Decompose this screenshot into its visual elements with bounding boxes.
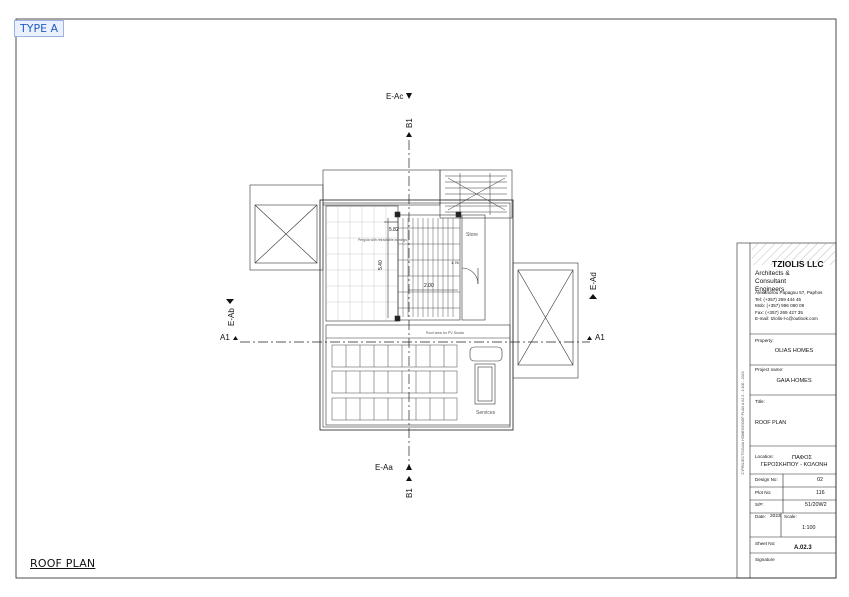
section-labels: E-Ac E-Aa A1 A1 B1 B1 E-Ab E-Ad <box>220 92 605 498</box>
company-tel: Tel: (+357) 269 444 45 <box>755 296 802 302</box>
property-value: OLIAS HOMES <box>774 348 814 354</box>
sheet-no-label: Sheet No: <box>755 541 776 546</box>
section-label-ab: E-Ab <box>227 308 236 326</box>
file-path-text: Z:\PROJECTS\GAIA HOMES\ROOF PLAN A.02.3 … <box>741 371 745 475</box>
location-label: Location: <box>755 454 774 459</box>
sheet-border <box>15 18 837 579</box>
location-line-1: ΠΑΦΟΣ <box>792 455 812 461</box>
dim-side: 5.40 <box>378 260 384 270</box>
dim-mid: 2.00 <box>424 283 434 289</box>
title-block-frame <box>736 242 837 579</box>
date-value: 2023 <box>770 514 781 519</box>
store-label: Store <box>466 232 478 238</box>
section-label-b1-top: B1 <box>405 118 414 128</box>
section-arrows <box>226 93 597 481</box>
company-email: E-mail: tziolis-l-c@outlook.com <box>755 316 818 322</box>
plan-annotations: Pergola with retractable awnings Store S… <box>358 227 496 416</box>
title-block: TZIOLIS LLC Architects & Consultant Engi… <box>752 243 836 578</box>
title-value: ROOF PLAN <box>755 420 787 426</box>
company-fax: Fax: (+357) 269 427 35 <box>755 309 803 315</box>
company-name: TZIOLIS LLC <box>772 259 824 269</box>
axis-lines <box>240 140 590 470</box>
plan-title: ROOF PLAN <box>30 557 96 570</box>
plot-no-value: 116 <box>816 490 825 496</box>
location-line-2: ΓΕΡΟΣΚΗΠΟΥ - ΚΟΛΟΝΗ <box>760 462 828 468</box>
file-path-strip: Z:\PROJECTS\GAIA HOMES\ROOF PLAN A.02.3 … <box>738 268 748 578</box>
date-label: Date: <box>755 514 766 519</box>
project-label: Project name: <box>755 367 784 372</box>
design-no-label: Design No: <box>755 477 778 482</box>
section-label-aa: E-Aa <box>375 463 393 472</box>
type-tag: TYPE A <box>14 20 65 37</box>
pergola-label: Pergola with retractable awnings <box>358 238 407 242</box>
title-label: Title: <box>755 399 765 404</box>
section-label-a1-left: A1 <box>220 333 230 342</box>
section-label-ac: E-Ac <box>386 92 403 101</box>
scale-value: 1:100 <box>802 525 816 531</box>
section-label-a1-right: A1 <box>595 333 605 342</box>
sp-label: S/P: <box>755 502 764 507</box>
company-subtitle: Architects & Consultant Engineers <box>755 270 790 293</box>
company-contacts: Alexandrou Papagou 57, Paphos Tel: (+357… <box>755 290 822 323</box>
scale-label: Scale: <box>784 514 797 519</box>
signature-label: Signature <box>755 557 775 562</box>
roof-plan-drawing <box>249 169 579 431</box>
company-mob: Mob: (+357) 996 080 09 <box>755 303 805 309</box>
plot-no-label: Plot No: <box>755 490 772 495</box>
company-address: Alexandrou Papagou 57, Paphos <box>755 290 823 295</box>
section-label-b1-bottom: B1 <box>405 488 414 498</box>
section-label-ad: E-Ad <box>589 272 598 290</box>
dim-small: 1.76 <box>451 260 460 265</box>
property-label: Property: <box>755 338 774 343</box>
services-label: Services <box>476 410 496 416</box>
design-no-value: 02 <box>817 477 823 483</box>
sp-value: 51/20W2 <box>805 502 827 508</box>
pv-area-label: Roof area for PV Ssolar <box>426 331 465 335</box>
project-value: GAIA HOMES <box>776 378 812 384</box>
dim-top: 5.82 <box>389 227 399 233</box>
sheet-no-value: A.02.3 <box>794 545 812 551</box>
